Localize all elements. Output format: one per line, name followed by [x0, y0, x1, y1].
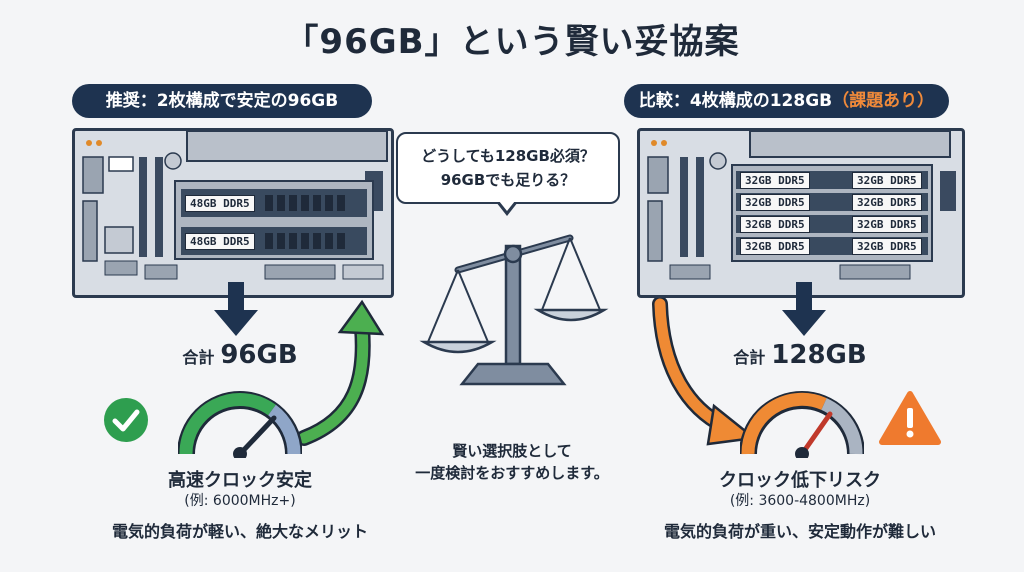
- page-title: 「96GB」という賢い妥協案: [284, 22, 740, 62]
- ram-module-label: 32GB DDR5: [852, 194, 922, 211]
- speech-bubble: どうしても128GB必須？ 96GBでも足りる？: [396, 132, 620, 204]
- left-total: 合計 96GB: [140, 340, 340, 370]
- up-curved-arrow-icon: [296, 299, 385, 446]
- total-value: 128GB: [771, 340, 867, 370]
- left-speed-title: 高速クロック安定: [168, 470, 312, 491]
- balance-scale-icon: [419, 234, 609, 386]
- right-motherboard: 32GB DDR5 32GB DDR5 32GB DDR5 32GB DDR5 …: [637, 128, 965, 298]
- left-motherboard-art: [82, 131, 388, 280]
- center-note-line: 賢い選択肢として: [452, 442, 572, 460]
- right-speed-title: クロック低下リスク: [719, 470, 881, 491]
- left-summary: 電気的負荷が軽い、絶大なメリット: [111, 522, 368, 541]
- ram-module-label: 32GB DDR5: [740, 216, 810, 233]
- bubble-line: どうしても128GB必須？: [421, 147, 595, 165]
- down-arrow-icon: [214, 282, 258, 336]
- center-recommendation: 賢い選択肢として 一度検討をおすすめします。: [392, 440, 632, 484]
- ram-module-label: 32GB DDR5: [852, 172, 922, 189]
- center-note-line: 一度検討をおすすめします。: [415, 464, 609, 482]
- total-label: 合計: [733, 348, 766, 367]
- speech-bubble-tail-inner: [499, 201, 515, 211]
- down-arrow-icon: [782, 282, 826, 336]
- left-motherboard: 48GB DDR5 48GB DDR5: [72, 128, 394, 298]
- right-speed-example: (例: 3600-4800MHz): [729, 493, 871, 509]
- speedometer-icon: [740, 391, 864, 458]
- total-value: 96GB: [220, 340, 298, 370]
- comparison-header-warning: （課題あり）: [832, 91, 935, 111]
- ram-module-label: 32GB DDR5: [852, 238, 922, 255]
- left-speed-example: (例: 6000MHz+): [184, 493, 296, 509]
- right-total: 合計 128GB: [700, 340, 900, 370]
- comparison-header: 比較：4枚構成の128GB（課題あり）: [624, 84, 949, 118]
- bubble-line: 96GBでも足りる？: [440, 171, 576, 189]
- speedometer-icon: [178, 391, 302, 458]
- right-motherboard-art: [647, 131, 956, 280]
- ram-module-label: 32GB DDR5: [740, 194, 810, 211]
- warning-icon: [879, 391, 941, 445]
- ram-module-label: 32GB DDR5: [852, 216, 922, 233]
- down-curved-arrow-icon: [652, 298, 758, 446]
- ram-module-label: 32GB DDR5: [740, 172, 810, 189]
- check-icon: [104, 398, 148, 442]
- total-label: 合計: [182, 348, 215, 367]
- comparison-header-main: 比較：4枚構成の128GB: [638, 91, 833, 111]
- recommended-header: 推奨：2枚構成で安定の96GB: [72, 84, 372, 118]
- ram-module-label: 48GB DDR5: [185, 195, 255, 212]
- ram-module-label: 32GB DDR5: [740, 238, 810, 255]
- right-summary: 電気的負荷が重い、安定動作が難しい: [663, 522, 936, 541]
- ram-module-label: 48GB DDR5: [185, 233, 255, 250]
